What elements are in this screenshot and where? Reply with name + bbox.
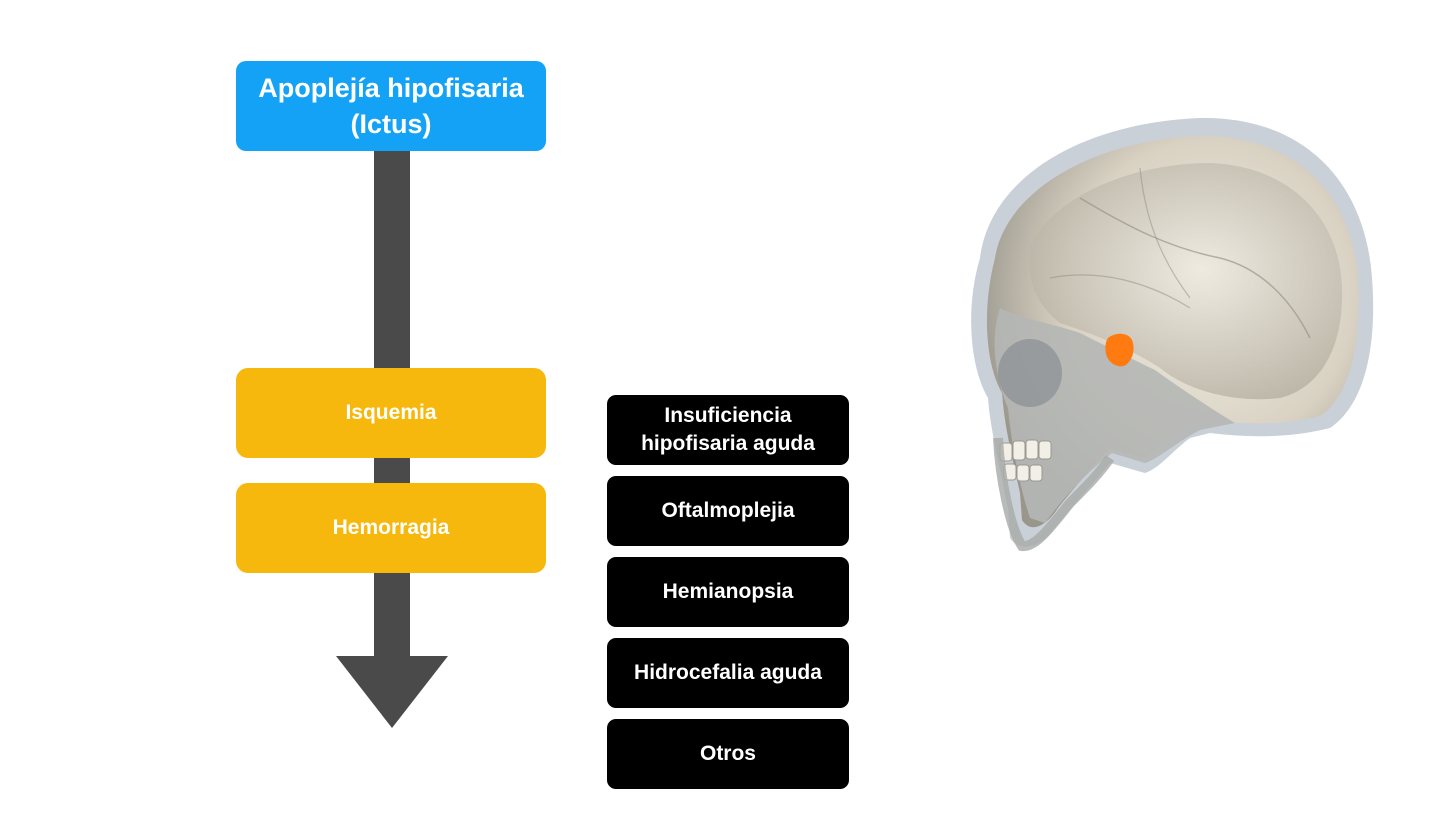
title-box: Apoplejía hipofisaria (Ictus) (236, 61, 546, 151)
consequence-label: Hidrocefalia aguda (634, 661, 822, 684)
mandible (993, 437, 1115, 552)
skull-icon (971, 117, 1374, 552)
pituitary-highlight (1105, 333, 1134, 367)
cause-box-hemorragia: Hemorragia (236, 483, 546, 573)
consequence-box-hemianopsia: Hemianopsia (607, 557, 849, 627)
consequence-box-insuficiencia: Insuficiencia hipofisaria aguda (607, 395, 849, 465)
title-line-1: Apoplejía hipofisaria (258, 73, 524, 103)
consequence-line-2: hipofisaria aguda (641, 432, 815, 455)
consequence-box-otros: Otros (607, 719, 849, 789)
cause-label: Hemorragia (332, 516, 450, 539)
consequence-box-oftalmoplejia: Oftalmoplejia (607, 476, 849, 546)
suture-line (1049, 274, 1191, 309)
suture-line (1139, 167, 1191, 299)
consequence-box-hidrocefalia: Hidrocefalia aguda (607, 638, 849, 708)
consequence-label: Oftalmoplejia (661, 499, 795, 522)
cause-box-isquemia: Isquemia (236, 368, 546, 458)
title-line-2: (Ictus) (350, 109, 432, 139)
cause-label: Isquemia (345, 401, 437, 424)
suture-line (1079, 197, 1311, 339)
arrow-head (336, 656, 448, 728)
orbit (998, 339, 1062, 407)
consequence-line-1: Insuficiencia (664, 404, 792, 427)
consequence-label: Otros (699, 742, 756, 765)
consequence-label: Hemianopsia (662, 580, 794, 603)
